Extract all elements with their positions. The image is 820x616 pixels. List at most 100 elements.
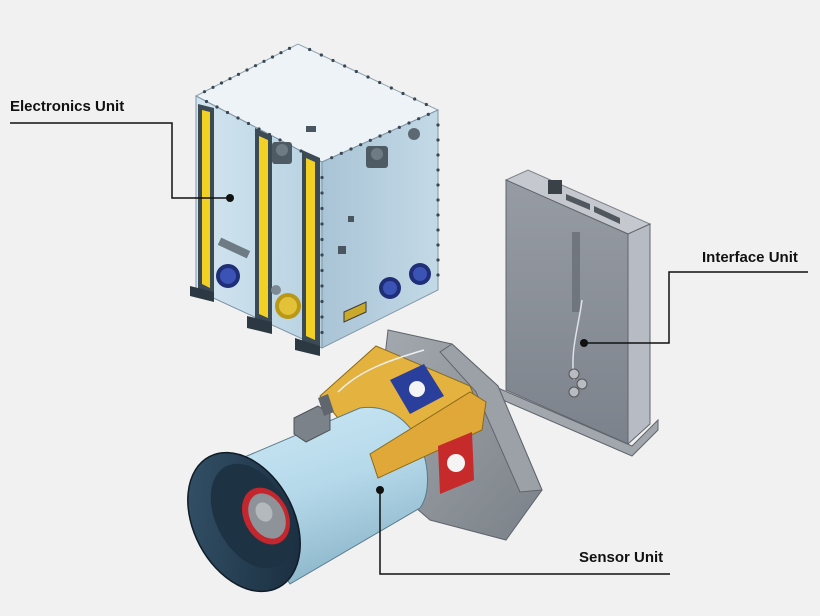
bolt-hole [320,284,324,288]
connector-port [216,264,240,288]
bolt-hole [320,191,324,195]
bolt-hole [320,315,324,319]
mounting-rail-right [302,150,320,350]
bolt-hole [271,285,281,295]
connector-port [594,206,620,224]
bolt-hole [245,68,249,72]
leader-interface [584,271,808,344]
bolt-hole [338,246,346,254]
bolt-hole [348,216,354,222]
bolt-hole [236,116,240,120]
connector-port [275,293,301,319]
bolt-hole [287,46,292,50]
mounting-rail-left [198,104,214,298]
bolt-hole [417,117,421,121]
bolt-hole [436,213,440,217]
bolt-hole [343,64,347,68]
interface-side-face [627,223,651,446]
leader-dot [226,194,234,202]
bolt-hole [389,86,393,90]
bolt-hole [436,243,440,247]
sensor-bracket-side [439,343,543,493]
blue-port-flange [390,364,444,414]
bolt-hole [228,77,232,81]
orange-side-plate [369,391,487,479]
bolt-hole [339,151,343,155]
bolt-hole [299,149,303,153]
bolt-hole [204,99,209,104]
bolt-hole [354,69,358,74]
connector-port [548,180,562,194]
bolt-hole [320,268,324,273]
harness-cable [337,349,425,393]
bolt-hole [219,81,224,85]
bolt-hole [436,183,440,187]
bolt-hole [436,258,440,262]
bolt-hole [215,105,219,109]
bolt-hole [330,156,334,160]
bolt-hole [436,138,440,142]
electronics-unit [190,43,440,356]
bolt-hole [211,85,215,89]
bolt-hole [331,58,335,63]
bolt-hole [436,153,440,157]
bolt-hole [436,123,440,127]
rail-foot [247,316,272,334]
bolt-hole [262,59,266,63]
bolt-hole [436,273,440,277]
bolt-hole [320,206,324,211]
bolt-hole [270,55,275,59]
bolt-hole [366,75,370,79]
bolt-hole [407,121,411,125]
bolt-hole [278,138,282,142]
leader-dot [376,486,384,494]
interface-unit-label: Interface Unit [702,249,798,266]
bolt-hole [319,53,323,57]
connector-port [566,194,590,210]
bolt-hole [424,102,428,107]
bolt-hole [349,147,353,151]
sensor-unit-label: Sensor Unit [579,549,664,566]
bolt-hole [320,299,324,304]
bolt-hole [378,80,382,85]
actuator-block [293,394,334,443]
bolt-hole [202,90,207,94]
connector-cluster [568,368,588,398]
bolt-hole [225,110,230,115]
bolt-hole [436,228,440,232]
bolt-hole [236,72,241,76]
rail-foot [190,286,214,302]
bolt-hole [320,237,324,242]
bolt-hole [359,143,363,147]
bolt-hole [368,138,372,142]
bolt-hole [388,130,392,134]
mounting-rail-middle [255,128,272,328]
bolt-hole [320,330,324,335]
lens-aperture [242,487,290,545]
red-port-flange [438,432,474,494]
bolt-hole [426,112,430,116]
bolt-hole [436,168,440,172]
rail-foot [295,338,320,356]
bolt-hole [413,97,417,101]
bolt-hole [279,51,283,55]
sensor-unit [187,329,543,593]
bolt-hole [246,121,251,126]
bolt-hole [320,175,324,180]
connector-port [409,263,431,285]
top-connector-right [366,146,388,168]
bolt-hole [320,253,324,257]
electronics-unit-label: Electronics Unit [10,98,125,115]
connector-port [343,301,367,323]
cable-channel [572,232,580,312]
bolt-hole [253,64,258,68]
bolt-hole [408,128,420,140]
top-connector-left [272,142,292,164]
top-edge-bolts [202,46,440,335]
connector-strip [217,237,251,259]
bolt-hole [401,91,405,96]
bolt-hole [320,222,324,226]
leader-sensor [379,490,670,575]
